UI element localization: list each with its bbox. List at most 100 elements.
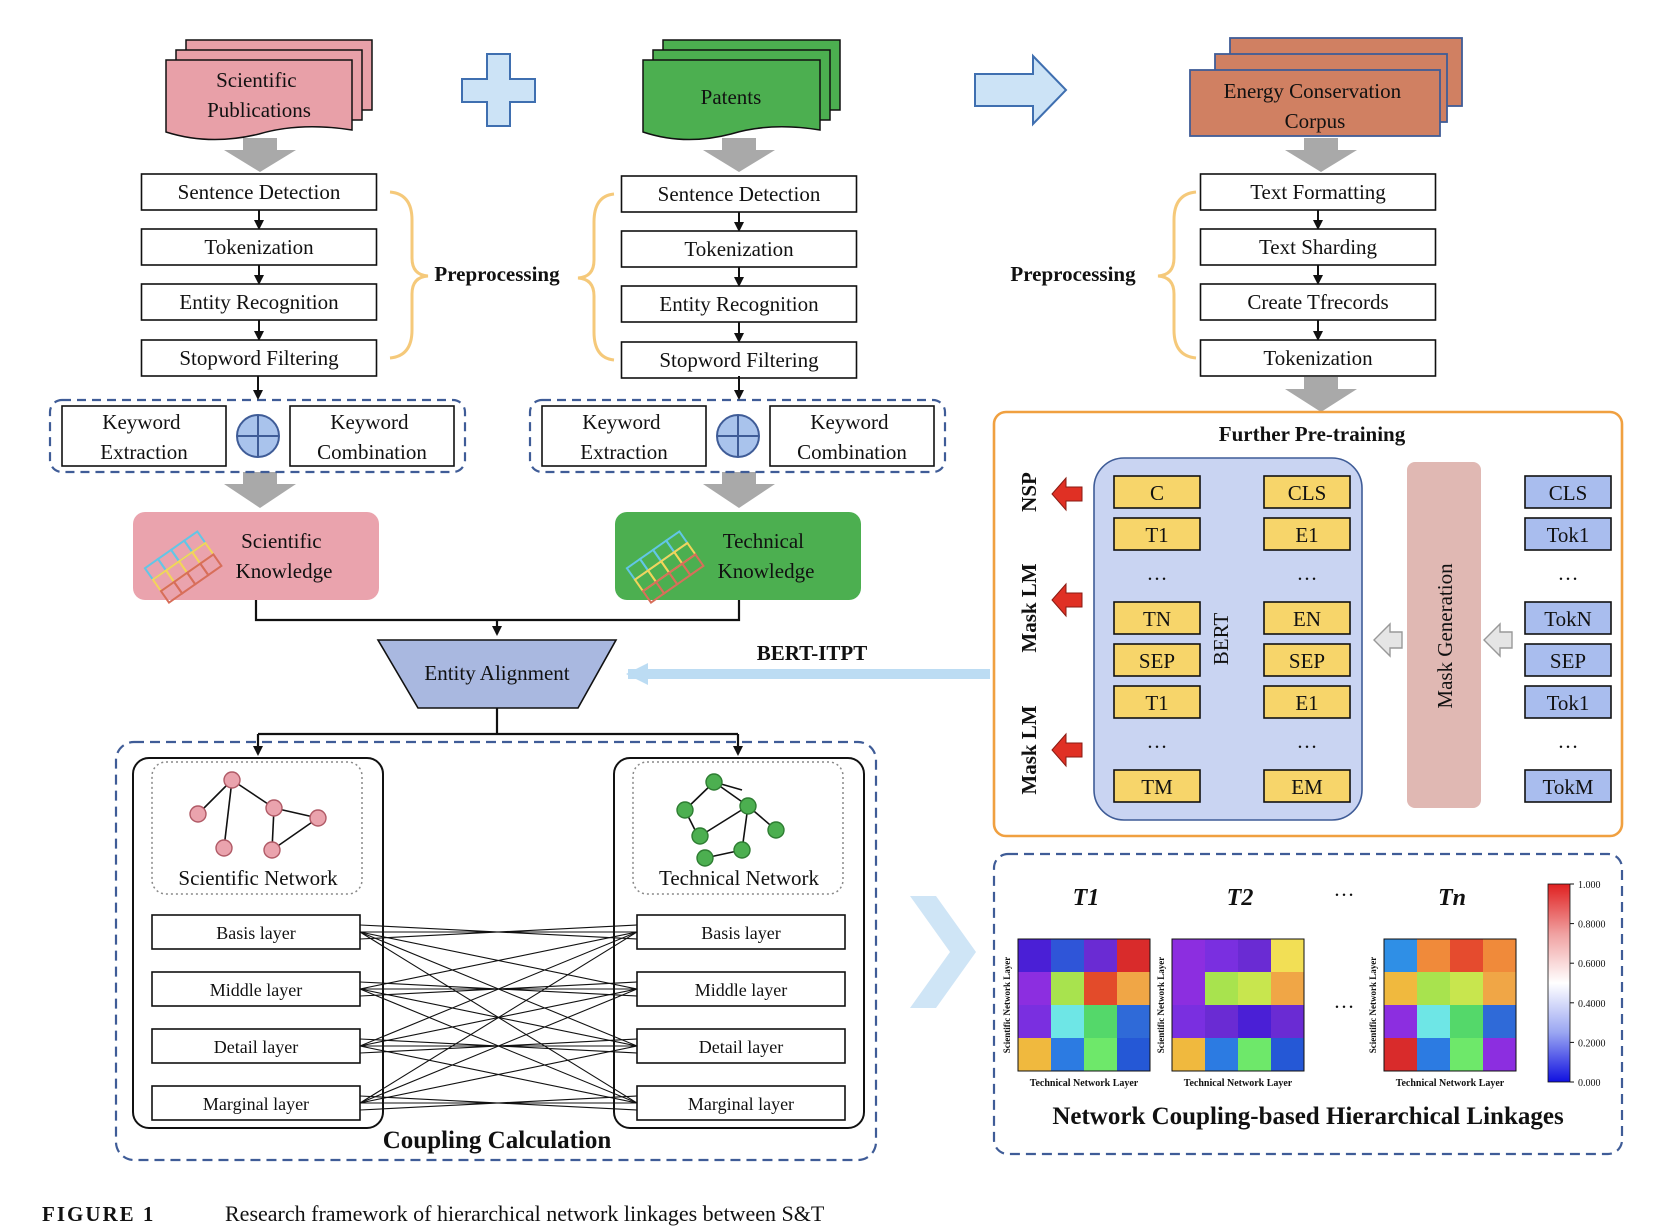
mid_pipeline-step-2: Tokenization	[620, 230, 858, 268]
gray-left-arrows	[1373, 622, 1513, 658]
colorbar-tick: 0.000	[1578, 1078, 1601, 1089]
red-arrow-1	[1051, 476, 1083, 512]
brace-mid	[577, 192, 615, 362]
gray-down-arrow-6	[1285, 377, 1357, 412]
heatmap-cell	[1450, 972, 1483, 1005]
tech-marginal-layer: Marginal layer	[636, 1085, 846, 1121]
heatmap-cell	[1238, 1038, 1271, 1071]
mask-generation-label: Mask Generation	[1433, 563, 1457, 709]
brace-left	[389, 190, 429, 360]
heatmap-ylabel: Scientific Network Layer	[1368, 957, 1378, 1053]
heatmap-cell	[1417, 939, 1450, 972]
heatmap-cell	[1384, 939, 1417, 972]
ellipsis: …	[1558, 729, 1579, 753]
tech-detail-layer: Detail layer	[636, 1028, 846, 1064]
svg-text:Sentence Detection: Sentence Detection	[658, 182, 821, 206]
coupling-calculation-region: Scientific Network Technical Network Bas…	[114, 740, 878, 1162]
scientific-knowledge-box: Scientific Knowledge	[133, 512, 379, 604]
token-col1-2: T1	[1113, 517, 1201, 551]
right-arrow-icon	[974, 53, 1068, 127]
heatmap-cell	[1238, 939, 1271, 972]
technical-network-graph	[676, 773, 785, 867]
gray-down-arrow-2	[703, 138, 775, 172]
coupling-calculation-label: Coupling Calculation	[383, 1127, 612, 1154]
heatmap-cell	[1417, 1038, 1450, 1071]
energy-corpus-label: Energy Conservation Corpus	[1224, 79, 1407, 133]
oplus-icon	[236, 414, 280, 458]
colorbar-tick: 1.000	[1578, 880, 1601, 891]
chevron-right-icon	[910, 896, 976, 1008]
heatmap-cell	[1238, 1005, 1271, 1038]
patents-label: Patents	[701, 85, 762, 109]
scientific-publications-label: Scientific Publications	[207, 68, 311, 122]
gray-arrows	[224, 138, 1357, 508]
heatmap-xlabel: Technical Network Layer	[1030, 1078, 1139, 1089]
scientific-network-label: Scientific Network	[178, 866, 338, 890]
svg-text:CLS: CLS	[1288, 481, 1327, 505]
embedding-grid-icon-2	[625, 530, 705, 604]
heatmap-ylabel: Scientific Network Layer	[1002, 957, 1012, 1053]
sci-detail-layer: Detail layer	[151, 1028, 361, 1064]
energy-corpus-doc: Energy Conservation Corpus	[1189, 37, 1463, 137]
heatmap-cell	[1084, 1038, 1117, 1071]
heatmap-cell	[1117, 1038, 1150, 1071]
colorbar-tick: 0.6000	[1578, 959, 1606, 970]
heatmap-cell	[1205, 939, 1238, 972]
gray-down-arrow-4	[224, 472, 296, 508]
heatmap-cell	[1051, 1038, 1084, 1071]
heatmap-cell	[1450, 1005, 1483, 1038]
gray-left-arrow-2	[1483, 622, 1513, 658]
heatmap-cell	[1417, 1005, 1450, 1038]
heatmap-cell	[1271, 1038, 1304, 1071]
svg-text:Sentence Detection: Sentence Detection	[178, 180, 341, 204]
left_pipeline-step-2: Tokenization	[140, 228, 378, 266]
svg-text:T1: T1	[1145, 691, 1168, 715]
svg-text:TokN: TokN	[1544, 607, 1592, 631]
keyword-combination-label-2: Keyword Combination	[797, 410, 907, 464]
embedding-grid-icon	[143, 530, 223, 604]
red-left-arrows	[1051, 476, 1083, 768]
heatmap-title-ellipsis: …	[1334, 877, 1355, 901]
svg-text:SEP: SEP	[1139, 649, 1175, 673]
token-col1-6: T1	[1113, 685, 1201, 719]
coupling-line	[359, 931, 638, 1104]
token-col1-8: TM	[1113, 769, 1201, 803]
svg-text:Tokenization: Tokenization	[204, 235, 314, 259]
sci-marginal-layer: Marginal layer	[151, 1085, 361, 1121]
mid_pipeline-step-1: Sentence Detection	[620, 175, 858, 213]
heatmap-cell	[1117, 1005, 1150, 1038]
brace-right	[1157, 190, 1197, 360]
right_pipeline-step-2: Text Sharding	[1199, 228, 1437, 266]
heatmap-cell	[1172, 1005, 1205, 1038]
heatmap-cell	[1271, 972, 1304, 1005]
token-col3-4: TokN	[1524, 601, 1612, 635]
heatmap-cell	[1238, 972, 1271, 1005]
coupling-line	[359, 981, 638, 997]
mask-generation-block	[1407, 462, 1481, 808]
svg-text:SEP: SEP	[1289, 649, 1325, 673]
entity-alignment-label: Entity Alignment	[424, 661, 569, 685]
patents-doc: Patents	[642, 39, 841, 141]
svg-text:EM: EM	[1291, 775, 1323, 799]
token-col2-6: E1	[1263, 685, 1351, 719]
svg-text:Detail layer: Detail layer	[699, 1037, 783, 1057]
left_pipeline-step-4: Stopword Filtering	[140, 339, 378, 377]
colorbar-tick: 0.2000	[1578, 1038, 1606, 1049]
scientific-publications-doc: Scientific Publications	[165, 39, 373, 141]
scientific-knowledge-label: Scientific Knowledge	[236, 529, 333, 583]
token-col2-1: CLS	[1263, 475, 1351, 509]
svg-text:SEP: SEP	[1550, 649, 1586, 673]
token-col3-2: Tok1	[1524, 517, 1612, 551]
svg-text:Stopword Filtering: Stopword Filtering	[659, 348, 819, 372]
sci-middle-layer: Middle layer	[151, 971, 361, 1007]
heatmap-cell	[1018, 1038, 1051, 1071]
heatmap-cell	[1483, 1038, 1516, 1071]
svg-text:Tok1: Tok1	[1547, 523, 1590, 547]
heatmap-cell	[1018, 939, 1051, 972]
plus-icon	[461, 53, 536, 127]
left_pipeline-step-1: Sentence Detection	[140, 173, 378, 211]
